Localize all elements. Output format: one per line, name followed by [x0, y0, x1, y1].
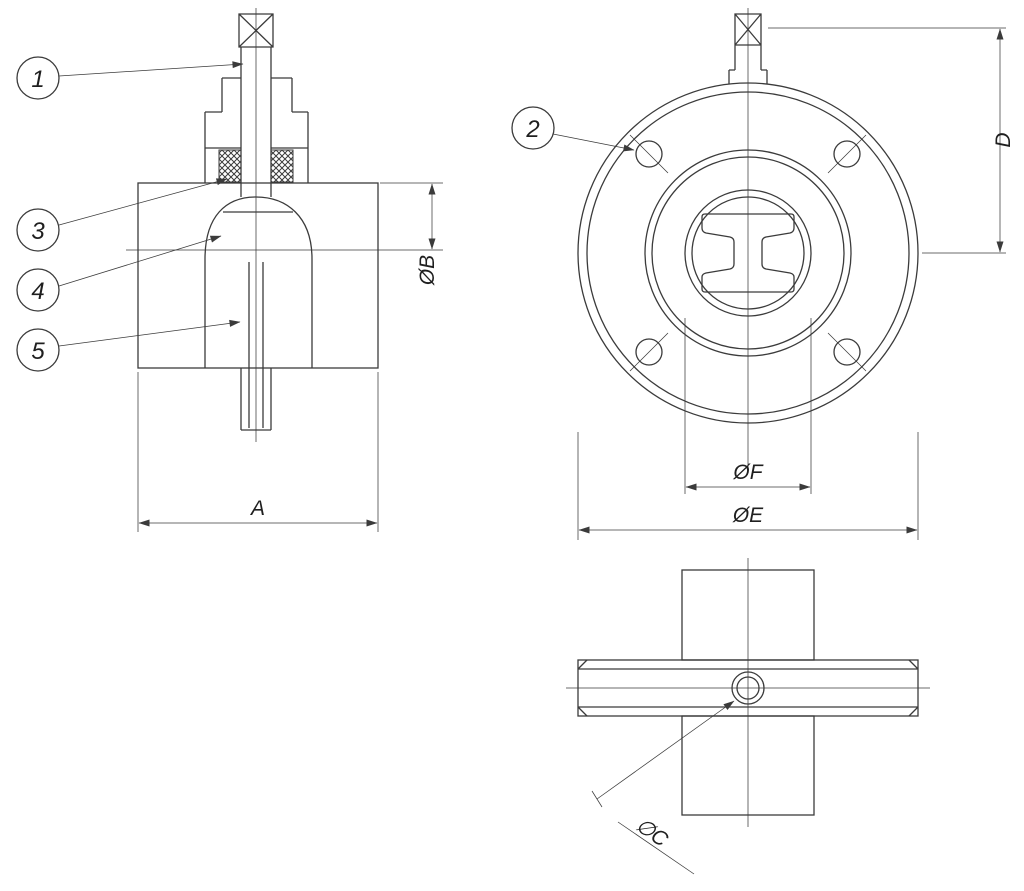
- bolt-hole: [635, 338, 663, 366]
- callout-number: 2: [525, 116, 539, 143]
- callout-number: 1: [31, 66, 44, 93]
- callout-balloon: [16, 268, 60, 312]
- stem-square-end-top: [728, 13, 768, 84]
- callout-number: 3: [31, 218, 45, 245]
- dimension-label-f: ØF: [732, 461, 763, 484]
- leader-line: [58, 319, 241, 347]
- valve-body: [137, 182, 379, 369]
- dimension-label-c: ∅C: [631, 814, 672, 853]
- callout-number: 5: [31, 338, 45, 365]
- bonnet-outline: [204, 77, 309, 183]
- callout-5: 5: [16, 319, 241, 372]
- side-view: [566, 558, 930, 827]
- stem-square-end: [238, 13, 274, 48]
- leader-line: [58, 61, 244, 77]
- flange-outer-circle: [577, 82, 919, 424]
- callout-1: 1: [16, 56, 244, 100]
- flange-face-view: [577, 8, 919, 470]
- stem-profile: [701, 213, 795, 293]
- packing-right: [270, 149, 294, 183]
- dimension-A: A: [137, 372, 379, 532]
- leader-line: [552, 133, 635, 152]
- front-section-view: [126, 8, 443, 442]
- stem-end-circle-inner: [736, 676, 760, 700]
- callout-balloon: [16, 208, 60, 252]
- extension-lines: [577, 432, 919, 540]
- extension-lines: [768, 27, 1006, 254]
- bore-circle-inner: [691, 196, 805, 310]
- dimension-C: ∅C: [591, 700, 735, 875]
- extension-lines: [137, 372, 379, 532]
- center-lines: [566, 558, 930, 827]
- callout-number: 4: [31, 278, 44, 305]
- flange-rim-circle: [586, 91, 910, 415]
- bore-circle-outer: [684, 189, 812, 317]
- callout-balloon: [511, 106, 555, 150]
- center-lines: [126, 8, 443, 442]
- leader-line: [58, 178, 228, 226]
- bolt-hole: [635, 140, 663, 168]
- leader-line: [596, 700, 735, 800]
- bolt-hole: [833, 140, 861, 168]
- disc-and-shaft: [204, 196, 313, 431]
- callout-4: 4: [16, 235, 222, 312]
- callout-2: 2: [511, 106, 635, 152]
- dimension-F: ØF: [684, 318, 812, 494]
- raised-face-circle-inner: [651, 156, 845, 350]
- label-line: [617, 821, 695, 875]
- raised-face-circle-outer: [644, 149, 852, 357]
- dimension-D: D: [768, 27, 1015, 254]
- dimension-label-e: ØE: [732, 504, 764, 527]
- callout-balloon: [16, 56, 60, 100]
- callout-3: 3: [16, 178, 228, 252]
- dimension-B: ØB: [380, 182, 443, 286]
- stem-end-circle-outer: [731, 671, 765, 705]
- dimension-label-d: D: [992, 132, 1015, 147]
- end-tick: [591, 790, 603, 808]
- body-profile: [577, 659, 919, 717]
- packing-left: [218, 149, 242, 183]
- dimension-E: ØE: [577, 432, 919, 540]
- leader-line: [58, 235, 222, 287]
- extension-lines: [684, 318, 812, 494]
- callout-balloon: [16, 328, 60, 372]
- dimension-label-b: ØB: [416, 255, 439, 286]
- bolt-hole-marks: [629, 134, 867, 372]
- body-edge-lines: [577, 659, 919, 717]
- dimension-label-a: A: [249, 497, 265, 520]
- bolt-hole: [833, 338, 861, 366]
